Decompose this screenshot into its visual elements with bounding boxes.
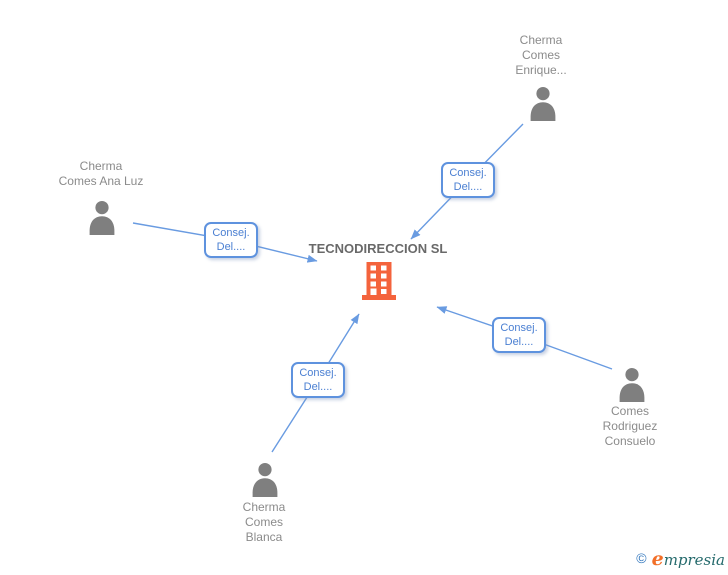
- edge-label-line: Del....: [303, 381, 333, 393]
- person-name-line: Cherma: [79, 159, 123, 173]
- edge-label-ana-luz[interactable]: Consej. Del....: [204, 222, 258, 258]
- person-name-line: Comes: [244, 515, 283, 529]
- person-icon: [619, 368, 645, 402]
- edge-label-line: Del....: [216, 241, 246, 253]
- empresia-logo[interactable]: ©empresia: [636, 548, 725, 570]
- person-name-consuelo: Comes Rodriguez Consuelo: [560, 404, 700, 449]
- edge-label-consuelo[interactable]: Consej. Del....: [492, 317, 546, 353]
- copyright-icon: ©: [636, 550, 647, 566]
- person-name-line: Cherma: [242, 500, 286, 514]
- person-name-line: Consuelo: [604, 434, 656, 448]
- edge-label-enrique[interactable]: Consej. Del....: [441, 162, 495, 198]
- edge-label-line: Consej.: [299, 367, 337, 379]
- edge-label-line: Del....: [453, 181, 483, 193]
- person-name-ana-luz: Cherma Comes Ana Luz: [31, 159, 171, 189]
- person-icon: [530, 87, 556, 121]
- person-name-blanca: Cherma Comes Blanca: [194, 500, 334, 545]
- person-name-line: Comes: [610, 404, 649, 418]
- logo-letter-e: e: [651, 548, 664, 570]
- logo-text: mpresia: [663, 551, 725, 569]
- edge-label-line: Consej.: [500, 322, 538, 334]
- person-icon: [252, 463, 278, 497]
- person-node-enrique[interactable]: [525, 85, 561, 121]
- person-node-blanca[interactable]: [247, 461, 283, 497]
- company-node[interactable]: [362, 262, 396, 300]
- person-name-line: Comes Ana Luz: [58, 174, 144, 188]
- edge-label-line: Consej.: [212, 227, 250, 239]
- person-name-enrique: Cherma Comes Enrique...: [471, 33, 611, 78]
- edge-label-blanca[interactable]: Consej. Del....: [291, 362, 345, 398]
- person-icon: [89, 201, 115, 235]
- company-name: TECNODIRECCION SL: [308, 241, 448, 256]
- edge-label-line: Consej.: [449, 167, 487, 179]
- edge-label-line: Del....: [504, 336, 534, 348]
- person-node-ana-luz[interactable]: [84, 199, 120, 235]
- person-node-consuelo[interactable]: [614, 366, 650, 402]
- building-icon: [362, 262, 396, 300]
- person-name-line: Rodriguez: [602, 419, 658, 433]
- person-name-line: Enrique...: [515, 63, 567, 77]
- person-name-line: Cherma: [519, 33, 563, 47]
- person-name-line: Blanca: [245, 530, 283, 544]
- person-name-line: Comes: [521, 48, 560, 62]
